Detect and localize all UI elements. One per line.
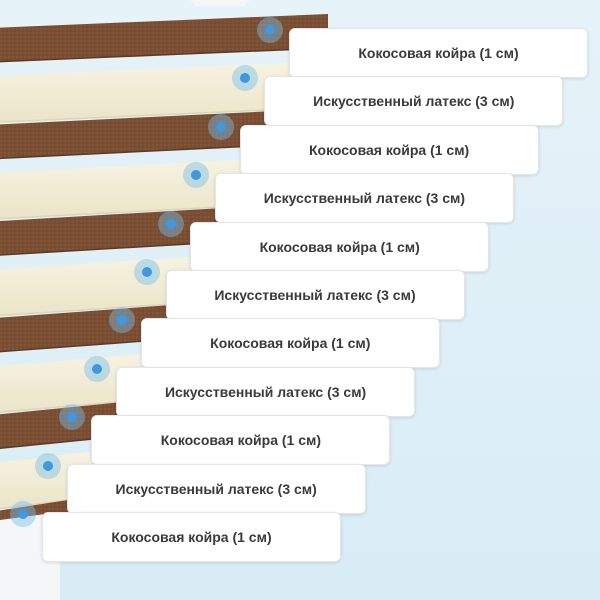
layer-callout-label: Искусственный латекс (3 см) [165, 270, 465, 320]
mattress-cover [190, 0, 250, 6]
layer-edge [0, 47, 329, 63]
layer-marker-dot[interactable] [10, 501, 36, 527]
layer-callout-label: Кокосовая койра (1 см) [239, 124, 539, 175]
coir-layer-band [0, 14, 328, 62]
layer-marker-dot[interactable] [59, 404, 86, 431]
layer-marker-dot[interactable] [133, 259, 160, 285]
layer-marker-dot[interactable] [182, 162, 209, 189]
layer-callout-label: Кокосовая койра (1 см) [190, 221, 490, 272]
layer-marker-dot[interactable] [34, 452, 61, 479]
layer-callout-label: Кокосовая койра (1 см) [140, 318, 440, 369]
layer-callout-label: Искусственный латекс (3 см) [264, 76, 564, 127]
latex-layer-band [0, 62, 304, 122]
layer-callout-label: Искусственный латекс (3 см) [214, 173, 514, 224]
layer-callout-label: Кокосовая койра (1 см) [42, 512, 341, 562]
layer-marker-dot[interactable] [207, 113, 234, 140]
layer-edge [0, 144, 279, 160]
layer-callout-label: Искусственный латекс (3 см) [66, 463, 366, 514]
layer-marker-dot[interactable] [232, 65, 259, 92]
layer-edge [0, 204, 254, 220]
layer-marker-dot[interactable] [257, 17, 283, 43]
layer-callout-label: Искусственный латекс (3 см) [116, 366, 416, 417]
coir-layer-band [0, 304, 180, 352]
layer-callout-label: Кокосовая койра (1 см) [91, 415, 391, 466]
layer-marker-dot[interactable] [108, 307, 135, 334]
layer-edge [0, 107, 304, 123]
layer-edge [0, 240, 230, 256]
layer-callout-label: Кокосовая койра (1 см) [289, 28, 588, 78]
layer-marker-dot[interactable] [158, 210, 185, 237]
layer-marker-dot[interactable] [84, 355, 111, 382]
